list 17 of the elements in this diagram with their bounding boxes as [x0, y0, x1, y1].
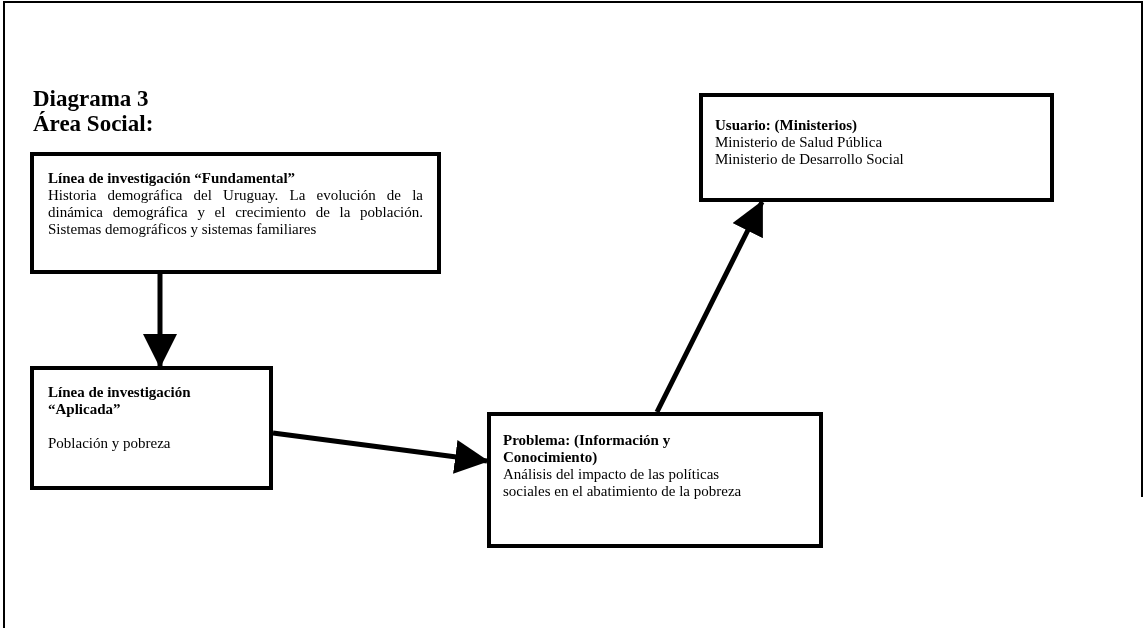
diagram-title: Diagrama 3 Área Social:: [33, 86, 155, 136]
box-heading: Línea de investigación “Fundamental”: [48, 170, 297, 187]
box-heading: Usuario: (Ministerios): [715, 117, 859, 134]
box-text: Historia demográfica del Uruguay. La evolución de la dinámica demográfica y el crecimiento de la población. Sistemas demográficos y sistemas familiares: [48, 187, 423, 238]
box-text: Población y pobreza: [48, 435, 172, 452]
box-text: Ministerio de Salud Pública: [715, 134, 884, 151]
arrow: [143, 274, 177, 368]
text-box: [30, 152, 441, 274]
box-heading: Problema: (Información y Conocimiento): [503, 432, 672, 466]
arrow: [654, 200, 765, 414]
arrow: [272, 430, 489, 474]
box-text: Análisis del impacto de las políticas sociales en el abatimiento de la pobreza: [503, 466, 743, 500]
box-heading: Línea de investigación “Aplicada”: [48, 384, 192, 418]
text-box: [30, 366, 273, 490]
box-text: Ministerio de Desarrollo Social: [715, 151, 905, 168]
text-box: [487, 412, 823, 548]
text-box: [699, 93, 1054, 202]
